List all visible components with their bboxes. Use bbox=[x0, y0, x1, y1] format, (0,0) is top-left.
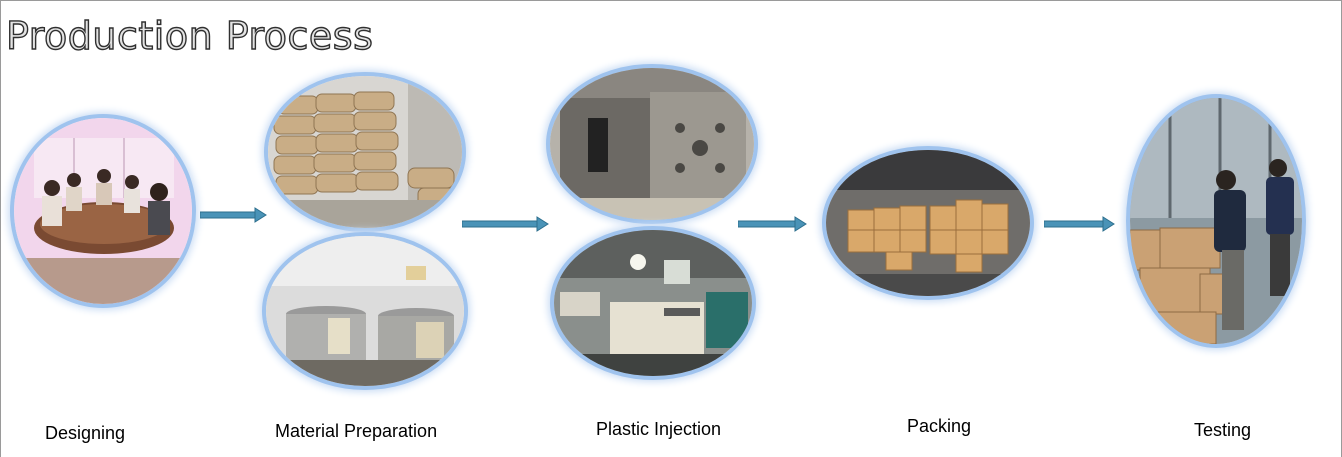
material-sacks-photo bbox=[268, 76, 462, 228]
testing-photo bbox=[1130, 98, 1302, 344]
arrow-right-icon bbox=[462, 216, 550, 232]
step-label-designing: Designing bbox=[45, 423, 126, 443]
packing-photo bbox=[826, 150, 1030, 296]
page-title: Production Process bbox=[5, 13, 374, 58]
step-label-packing: Packing bbox=[907, 416, 972, 436]
material-mixers-photo bbox=[266, 236, 464, 386]
step-label-material-preparation: Material Preparation bbox=[275, 421, 438, 441]
injection-machines-photo bbox=[554, 230, 752, 376]
plastic-mold-photo bbox=[550, 68, 754, 220]
step-label-testing: Testing bbox=[1194, 420, 1252, 440]
arrow-right-icon bbox=[1044, 216, 1116, 232]
designing-photo bbox=[14, 118, 192, 304]
step-label-plastic-injection: Plastic Injection bbox=[596, 419, 722, 439]
arrow-right-icon bbox=[200, 207, 268, 223]
arrow-right-icon bbox=[738, 216, 808, 232]
